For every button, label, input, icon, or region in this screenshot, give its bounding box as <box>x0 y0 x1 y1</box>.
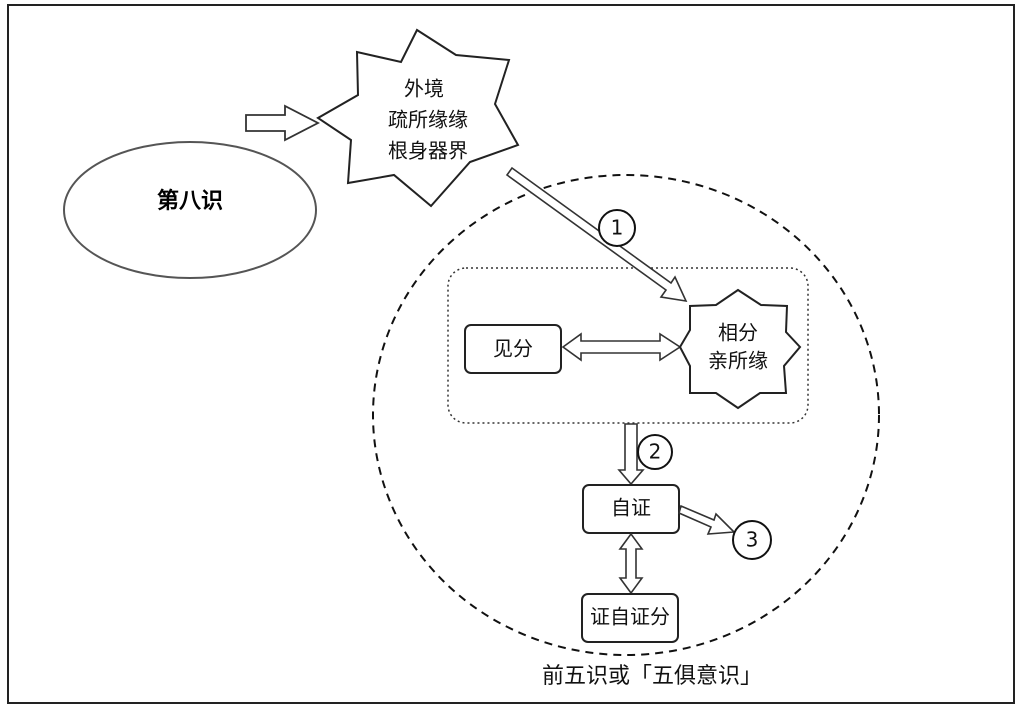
five-consciousness-caption: 前五识或「五俱意识」 <box>542 664 762 689</box>
step2-marker-text: 2 <box>649 440 662 464</box>
witness-of-self-witnessing-label: 证自证分 <box>590 605 670 629</box>
external-realm-line2: 疏所缘缘 <box>388 108 468 132</box>
external-realm-star <box>316 28 520 208</box>
step2-arrow <box>617 423 645 486</box>
input-arrow <box>245 104 320 142</box>
step1-marker-text: 1 <box>611 216 624 240</box>
eighth-consciousness-ellipse <box>63 141 317 279</box>
eighth-consciousness-label: 第八识 <box>157 188 223 214</box>
image-part-line1: 相分 <box>718 321 758 345</box>
step1-arrow <box>505 166 688 303</box>
step3-arrow <box>678 504 736 535</box>
self-witnessing-label: 自证 <box>611 496 651 520</box>
seeing-part-label: 见分 <box>493 337 533 361</box>
step1-marker-circle <box>598 209 636 247</box>
step2-marker-circle <box>637 434 673 470</box>
external-realm-line3: 根身器界 <box>388 139 468 163</box>
external-realm-line1: 外境 <box>404 77 444 101</box>
five-consciousness-circle <box>372 174 880 656</box>
step3-marker-text: 3 <box>746 528 759 552</box>
step3-marker-circle <box>732 520 772 560</box>
perception-group-box <box>447 267 809 424</box>
image-part-line2: 亲所缘 <box>708 349 768 373</box>
witness-of-self-witnessing-box <box>581 593 679 643</box>
seeing-part-box <box>464 324 562 374</box>
image-part-star <box>678 288 802 410</box>
